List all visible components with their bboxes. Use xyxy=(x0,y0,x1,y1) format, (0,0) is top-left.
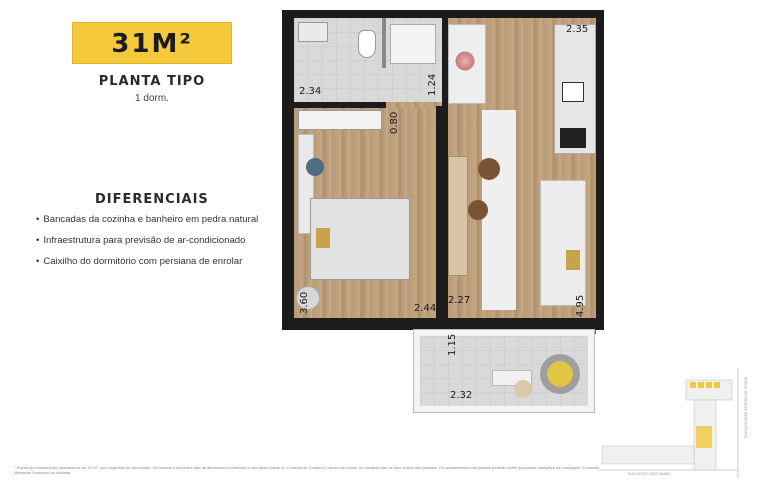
bedroom-wall xyxy=(436,106,444,318)
differential-item: Caixilho do dormitório com persiana de e… xyxy=(36,256,276,277)
stool-icon xyxy=(478,158,500,180)
chair-icon xyxy=(306,158,324,176)
toilet-icon xyxy=(358,30,376,58)
area-label: 31M² xyxy=(111,29,193,59)
differentials-list: Bancadas da cozinha e banheiro em pedra … xyxy=(36,214,276,277)
street-label: RUA VISCONDE AFONSO DE SOUSA xyxy=(744,376,748,438)
sink-icon xyxy=(390,24,436,64)
site-key-map-drawing xyxy=(598,368,739,478)
balcony xyxy=(413,329,595,413)
cushion-icon xyxy=(566,250,580,270)
cooktop-icon xyxy=(560,128,586,148)
plan-type-title: PLANTA TIPO xyxy=(98,74,206,89)
sofa-icon xyxy=(540,180,586,306)
cushion-icon xyxy=(316,228,330,248)
dimension-label: 0.80 xyxy=(389,111,400,134)
site-key-map: RUA PEDRO DESTINMAS RUA VISCONDE AFONSO … xyxy=(598,368,764,478)
dimension-label: 2.44 xyxy=(414,303,437,314)
armchair-icon xyxy=(540,354,580,394)
dimension-label: 1.15 xyxy=(447,333,458,356)
kitchen-sink-icon xyxy=(562,82,584,102)
dimension-label: 2.32 xyxy=(450,390,473,401)
area-badge: 31M² xyxy=(72,22,232,64)
table-icon xyxy=(514,380,532,398)
dining-counter xyxy=(448,156,468,276)
dimension-label: 2.34 xyxy=(299,86,322,97)
disclaimer-footnote: * Planta tipo ilustrada do apartamento d… xyxy=(14,465,600,475)
differential-item: Infraestrutura para previsão de ar-condi… xyxy=(36,235,276,256)
street-label: RUA PEDRO DESTINMAS xyxy=(628,472,671,476)
bathroom-wall xyxy=(294,102,386,108)
bathroom-wall xyxy=(442,18,448,104)
differential-item: Bancadas da cozinha e banheiro em pedra … xyxy=(36,214,276,235)
dimension-label: 2.35 xyxy=(566,24,589,35)
plant-icon xyxy=(454,50,476,72)
dimension-label: 2.27 xyxy=(448,295,471,306)
dimension-label: 1.24 xyxy=(427,73,438,96)
differentials-title: DIFERENCIAIS xyxy=(95,192,209,207)
stool-icon xyxy=(468,200,488,220)
closet-icon xyxy=(298,110,382,130)
shower-icon xyxy=(298,22,328,42)
bathroom-partition xyxy=(382,18,386,68)
bedrooms-label: 1 dorm. xyxy=(135,93,169,104)
dimension-label: 3.60 xyxy=(299,291,310,314)
chair-icon xyxy=(296,286,320,310)
floor-plan: 2.34 1.24 0.80 2.35 3.60 2.44 2.27 4.95 … xyxy=(282,10,604,420)
dimension-label: 4.95 xyxy=(575,294,586,317)
